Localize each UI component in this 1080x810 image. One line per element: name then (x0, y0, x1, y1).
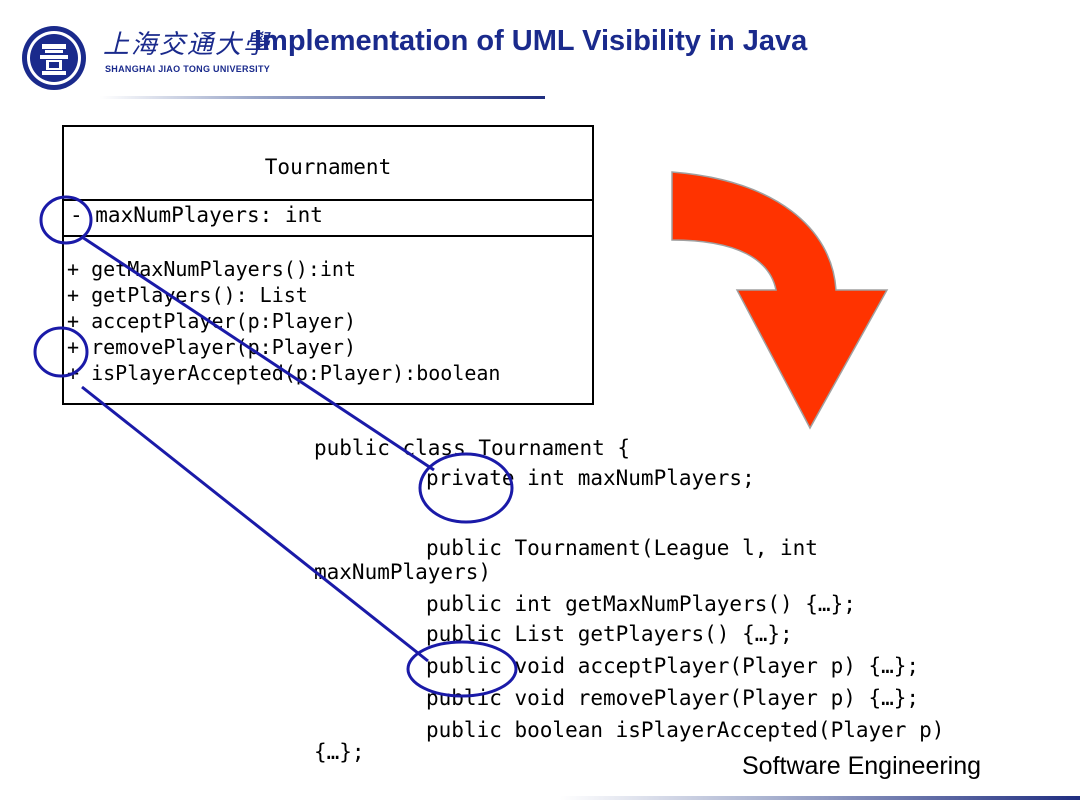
page-title: Implementation of UML Visibility in Java (254, 25, 808, 57)
title-underline (100, 96, 545, 99)
private-keyword-circle (418, 452, 514, 524)
curved-arrow-icon (671, 171, 889, 430)
uml-class-name: Tournament (264, 155, 392, 179)
uml-attributes-compartment: - maxNumPlayers: int (64, 199, 592, 237)
public-marker-circle (33, 326, 89, 378)
footer-course-name: Software Engineering (742, 752, 982, 780)
uml-operation: + isPlayerAccepted(p:Player):boolean (67, 361, 501, 385)
public-connector-line (81, 385, 429, 663)
uml-class-box: Tournament - maxNumPlayers: int + getMax… (62, 125, 594, 405)
uml-operation: + getMaxNumPlayers():int (67, 257, 356, 281)
uml-operation: + getPlayers(): List (67, 283, 308, 307)
private-connector-line (81, 235, 435, 472)
slide-header: 上海交通大學 SHANGHAI JIAO TONG UNIVERSITY Imp… (0, 0, 1080, 100)
logo-chinese-name: 上海交通大學 (103, 30, 272, 60)
uml-operation: + removePlayer(p:Player) (67, 335, 356, 359)
public-keyword-circle (406, 640, 518, 698)
university-emblem-icon (22, 26, 86, 90)
uml-operations-compartment: + getMaxNumPlayers():int + getPlayers():… (64, 237, 592, 405)
footer-rule (560, 796, 1080, 800)
logo-english-name: SHANGHAI JIAO TONG UNIVERSITY (105, 64, 271, 74)
uml-attribute: - maxNumPlayers: int (70, 203, 323, 227)
private-marker-circle (39, 195, 93, 245)
